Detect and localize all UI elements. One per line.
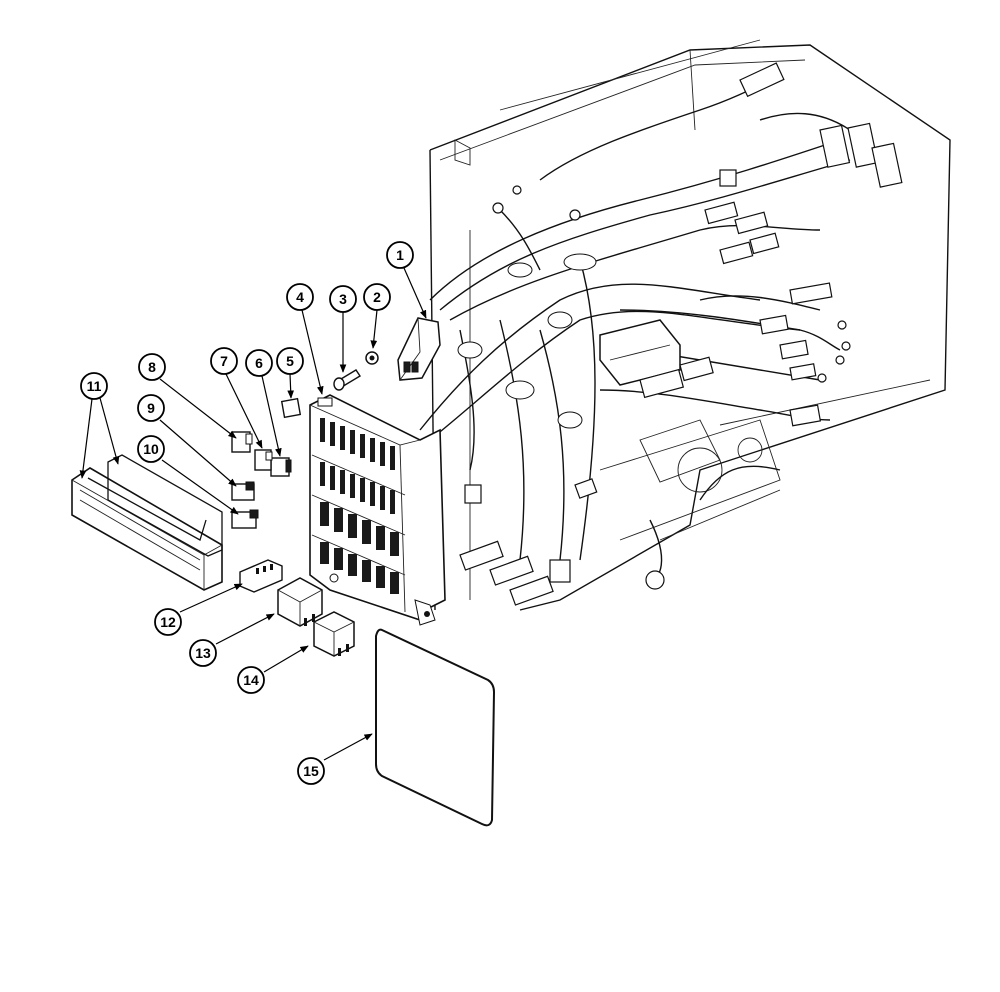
callout-label: 7 [220, 353, 228, 369]
leader-lines [79, 267, 427, 761]
chassis-frame [429, 39, 951, 611]
callout-11: 11 [80, 372, 108, 400]
callout-4: 4 [286, 283, 314, 311]
callout-8: 8 [138, 353, 166, 381]
callout-14: 14 [237, 666, 265, 694]
callout-label: 9 [147, 400, 155, 416]
fuse-part-6 [270, 457, 292, 477]
bracket-part [397, 317, 441, 381]
nut-part [365, 351, 379, 365]
fuse-part-10 [231, 509, 259, 529]
callout-label: 1 [396, 247, 404, 263]
relay-part-13 [277, 577, 323, 627]
screw-part [333, 369, 361, 391]
callout-label: 14 [243, 672, 259, 688]
callout-13: 13 [189, 639, 217, 667]
fuse-relay-panel [309, 394, 446, 626]
callout-label: 12 [160, 614, 176, 630]
callout-3: 3 [329, 285, 357, 313]
wiring-harness [419, 62, 903, 606]
callout-label: 8 [148, 359, 156, 375]
diode-part [239, 559, 283, 593]
callout-5: 5 [276, 347, 304, 375]
fuse-part-7 [254, 449, 273, 471]
fuse-part-8 [231, 431, 253, 453]
callout-label: 2 [373, 289, 381, 305]
callout-9: 9 [137, 394, 165, 422]
callout-12: 12 [154, 608, 182, 636]
callout-2: 2 [363, 283, 391, 311]
callout-1: 1 [386, 241, 414, 269]
fuse-part-5 [280, 397, 302, 419]
callout-7: 7 [210, 347, 238, 375]
callout-label: 6 [255, 355, 263, 371]
callout-10: 10 [137, 435, 165, 463]
callout-label: 11 [87, 378, 102, 394]
relay-part-14 [313, 611, 355, 657]
fuse-holder-tray [71, 454, 223, 591]
callout-label: 4 [296, 289, 304, 305]
cover-plate [375, 628, 496, 827]
callout-6: 6 [245, 349, 273, 377]
fuse-part-9 [231, 481, 255, 501]
callout-label: 10 [143, 441, 159, 457]
callout-label: 15 [303, 763, 319, 779]
callout-label: 5 [286, 353, 294, 369]
callout-label: 13 [195, 645, 211, 661]
callout-15: 15 [297, 757, 325, 785]
callout-label: 3 [339, 291, 347, 307]
